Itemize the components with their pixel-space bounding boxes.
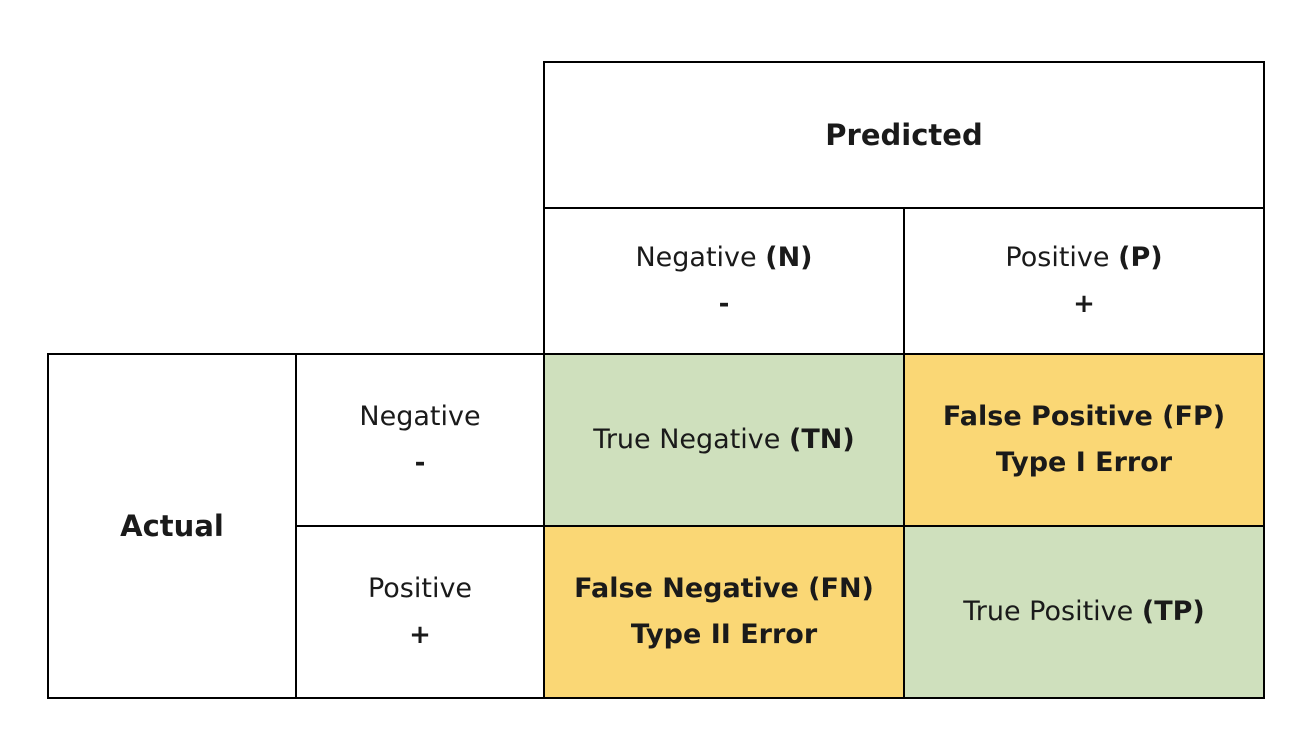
tp-text: True Positive (TP): [963, 589, 1205, 635]
tp-abbr: (TP): [1141, 596, 1205, 627]
grid-line: [47, 353, 49, 699]
col-negative-sign: -: [718, 289, 730, 319]
col-positive-title: Positive (P): [1005, 235, 1162, 281]
predicted-header: Predicted: [544, 62, 1264, 208]
cell-false-positive: False Positive (FP) Type I Error: [904, 354, 1264, 526]
actual-label: Actual: [120, 509, 224, 543]
row-header-negative: Negative -: [296, 354, 544, 526]
row-negative-label: Negative: [359, 401, 481, 432]
row-header-positive: Positive +: [296, 526, 544, 698]
actual-header: Actual: [48, 354, 296, 698]
col-negative-abbr: (N): [765, 242, 813, 273]
col-positive-label: Positive: [1005, 242, 1110, 273]
row-positive-label: Positive: [367, 573, 473, 604]
tn-text: True Negative (TN): [593, 417, 854, 463]
col-positive-sign: +: [1073, 289, 1095, 319]
fp-note: Type I Error: [995, 447, 1173, 478]
fn-note: Type II Error: [630, 619, 818, 650]
column-header-positive: Positive (P) +: [904, 208, 1264, 354]
tn-label: True Negative: [593, 424, 781, 455]
column-header-negative: Negative (N) -: [544, 208, 904, 354]
fn-label: False Negative (FN): [574, 573, 874, 604]
grid-line: [47, 697, 1265, 699]
grid-line: [543, 61, 1265, 63]
grid-line: [295, 353, 297, 699]
tn-abbr: (TN): [789, 424, 855, 455]
col-positive-abbr: (P): [1118, 242, 1163, 273]
fp-label: False Positive (FP): [942, 401, 1226, 432]
cell-false-negative: False Negative (FN) Type II Error: [544, 526, 904, 698]
cell-true-negative: True Negative (TN): [544, 354, 904, 526]
row-negative-sign: -: [414, 448, 426, 478]
tp-label: True Positive: [963, 596, 1134, 627]
grid-line: [903, 207, 905, 699]
predicted-label: Predicted: [825, 118, 983, 152]
col-negative-label: Negative: [635, 242, 757, 273]
grid-line: [1263, 61, 1265, 699]
row-positive-sign: +: [409, 620, 431, 650]
grid-line: [295, 525, 1265, 527]
cell-true-positive: True Positive (TP): [904, 526, 1264, 698]
grid-line: [47, 353, 1265, 355]
grid-line: [543, 61, 545, 699]
col-negative-title: Negative (N): [635, 235, 812, 281]
